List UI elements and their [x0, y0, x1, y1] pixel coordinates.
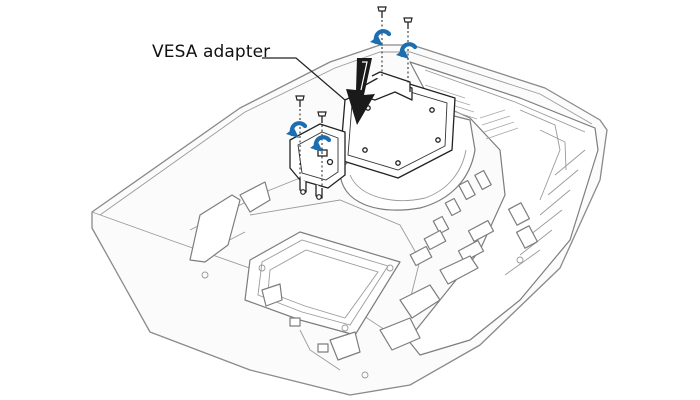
side-ribs: [504, 109, 586, 276]
down-arrow-icon: [346, 58, 375, 125]
screw-icon: [403, 17, 413, 84]
lower-components: [201, 255, 524, 379]
monitor-chassis: [91, 44, 608, 396]
io-ports: [409, 169, 539, 267]
rotate-counterclockwise-icon: [370, 29, 392, 46]
vesa-adapter-label: VESA adapter: [152, 42, 271, 62]
rotate-counterclockwise-icon: [286, 121, 308, 138]
callout-leader-line: [262, 57, 346, 101]
screw-icon: [295, 95, 305, 180]
screws: [295, 6, 413, 186]
rotate-counterclockwise-icon: [396, 42, 418, 59]
rotate-counterclockwise-icon: [310, 135, 332, 152]
